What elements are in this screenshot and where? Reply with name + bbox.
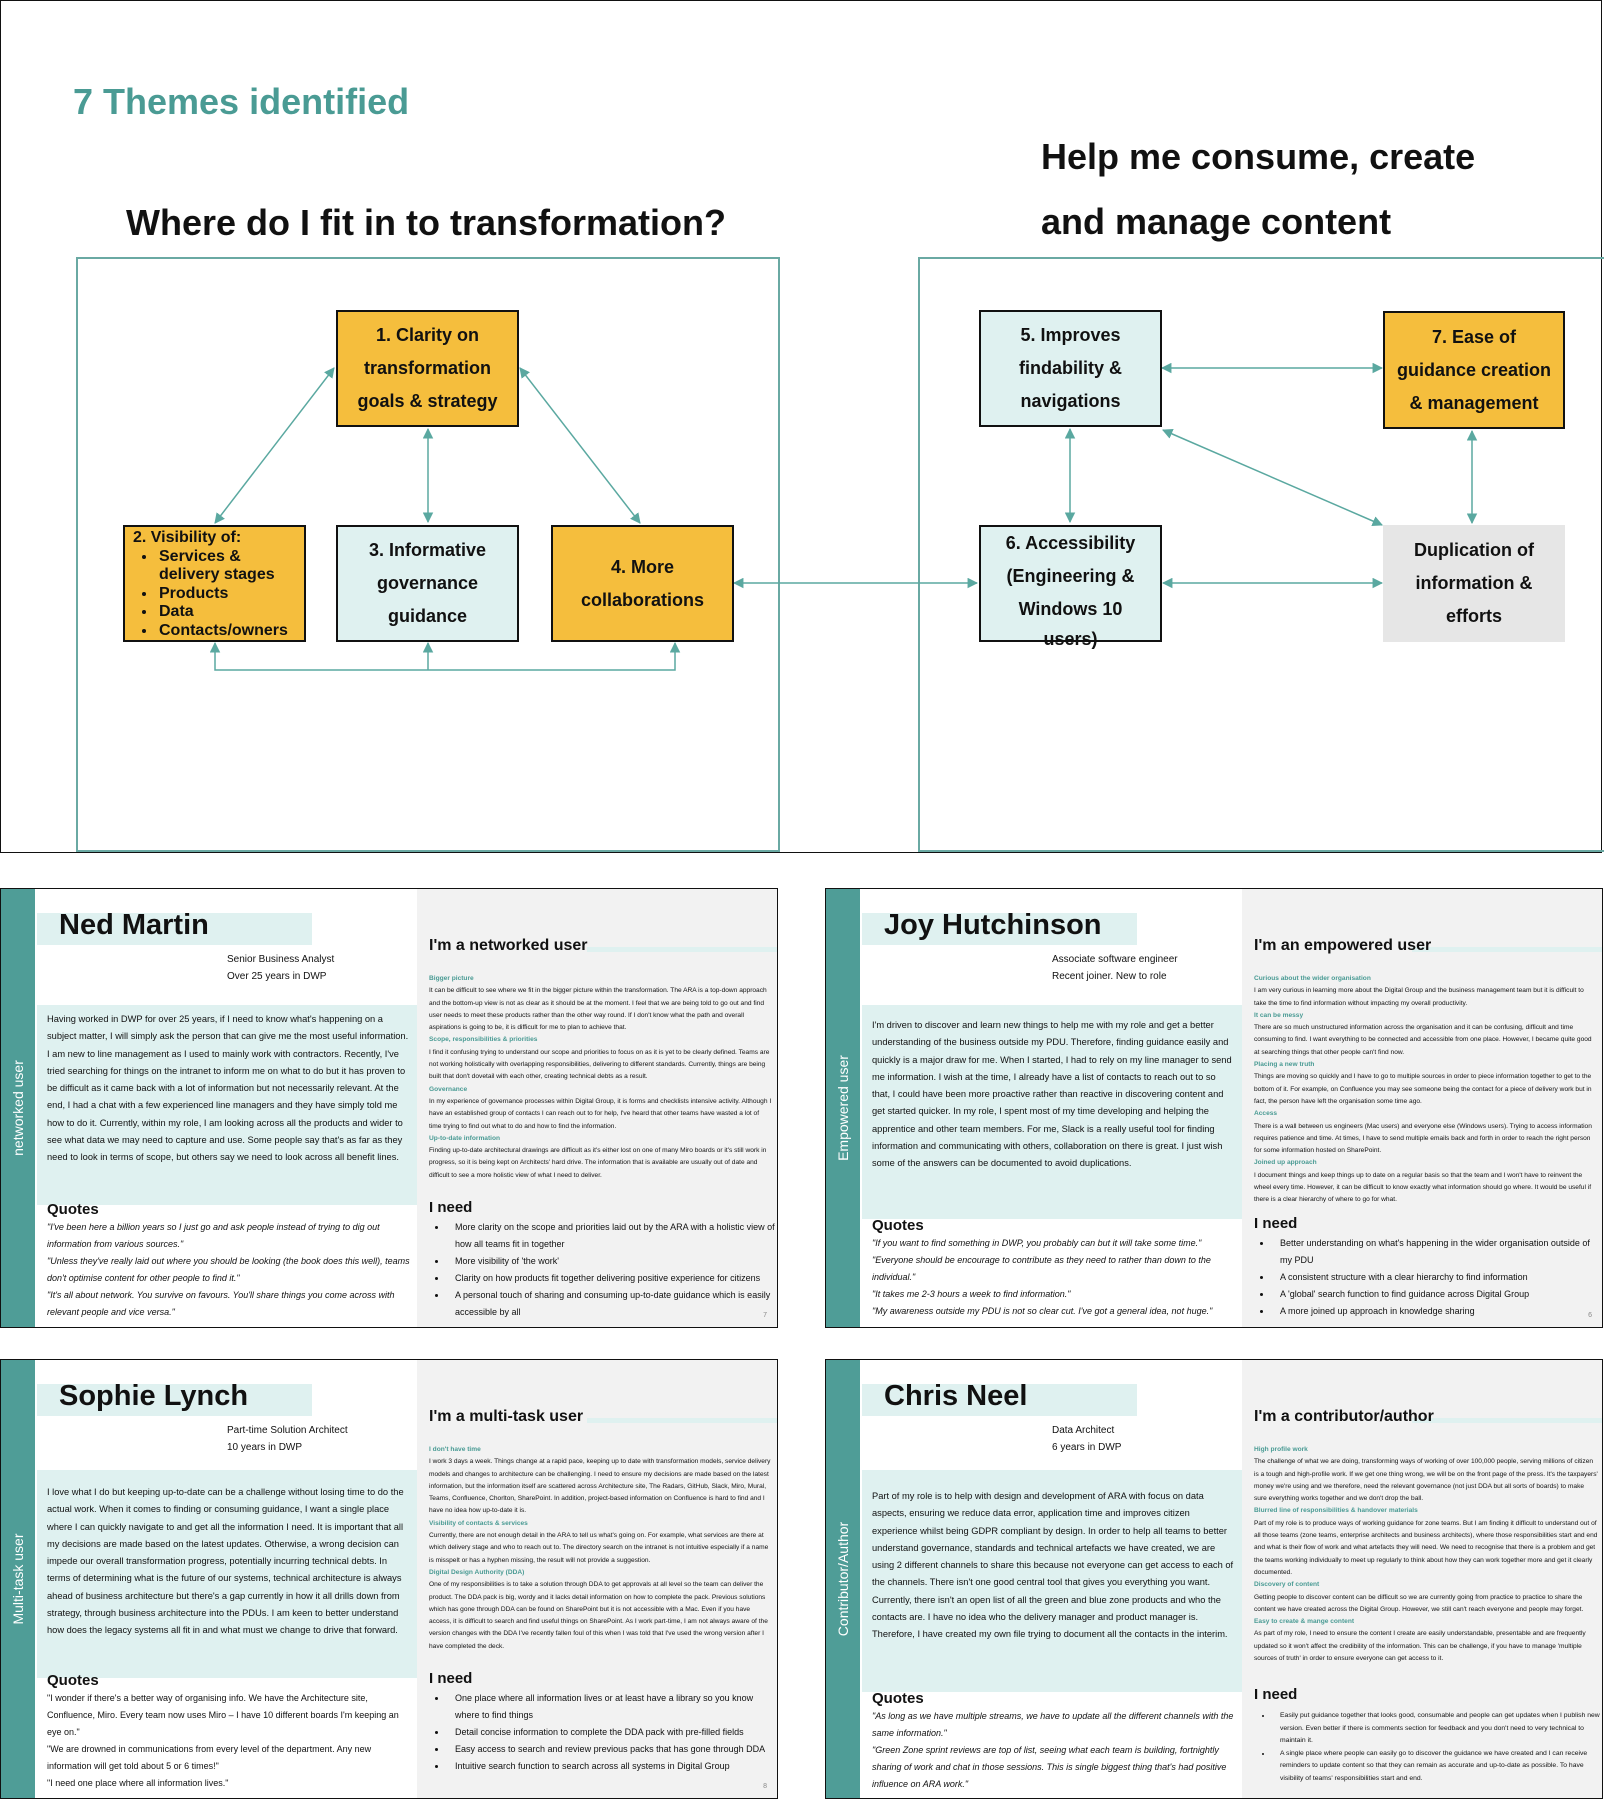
- persona-stripe: Multi-task user: [1, 1360, 35, 1798]
- arrow-n1-n4: [519, 367, 641, 524]
- persona-card-joy-hutchinson: Empowered user Joy Hutchinson Associate …: [825, 888, 1603, 1328]
- ineed-list: Better understanding on what's happening…: [1262, 1235, 1600, 1320]
- quotes-heading: Quotes: [872, 1217, 924, 1234]
- persona-detail-panel: I'm a contributor/author High profile wo…: [1242, 1360, 1602, 1798]
- arrow-n5-dup: [1162, 428, 1383, 527]
- theme-node-6: 6. Accessibility(Engineering &Windows 10…: [979, 525, 1162, 649]
- quotes-list: "I've been here a billion years so I jus…: [47, 1222, 410, 1317]
- user-type-title: I'm a networked user: [429, 937, 588, 954]
- ineed-heading: I need: [429, 1670, 473, 1687]
- arrow-n1-n2: [214, 367, 335, 524]
- quotes-heading: Quotes: [872, 1690, 924, 1707]
- persona-bio: Part of my role is to help with design a…: [862, 1470, 1242, 1692]
- persona-name: Ned Martin: [59, 909, 209, 941]
- page-number: 6: [1588, 1312, 1592, 1319]
- user-type-title: I'm a contributor/author: [1254, 1408, 1434, 1425]
- right-heading-line1: Help me consume, create: [1041, 136, 1476, 177]
- persona-stripe: Contributor/Author: [826, 1360, 860, 1798]
- ineed-heading: I need: [429, 1199, 473, 1216]
- persona-bio: Having worked in DWP for over 25 years, …: [37, 1005, 417, 1205]
- persona-stripe: Empowered user: [826, 889, 860, 1327]
- persona-bio: I love what I do but keeping up-to-date …: [37, 1470, 417, 1678]
- quotes-list: "If you want to find something in DWP, y…: [872, 1238, 1213, 1316]
- page-number: 7: [763, 1312, 767, 1319]
- persona-bio: I'm driven to discover and learn new thi…: [862, 1005, 1242, 1219]
- connector-arrows: [209, 362, 1478, 671]
- slide-title: 7 Themes identified: [73, 81, 410, 122]
- ineed-heading: I need: [1254, 1686, 1298, 1703]
- persona-stripe: networked user: [1, 889, 35, 1327]
- persona-name: Joy Hutchinson: [884, 909, 1102, 941]
- persona-name: Sophie Lynch: [59, 1380, 249, 1412]
- persona-detail-panel: I'm an empowered user Curious about the …: [1242, 889, 1602, 1327]
- ineed-list: Easily put guidance together that looks …: [1262, 1710, 1600, 1785]
- page-number: 8: [763, 1783, 767, 1790]
- user-type-title: I'm a multi-task user: [429, 1408, 584, 1425]
- quotes-heading: Quotes: [47, 1201, 99, 1218]
- persona-card-sophie-lynch: Multi-task user Sophie Lynch Part-time S…: [0, 1359, 778, 1799]
- user-type-title: I'm an empowered user: [1254, 937, 1432, 954]
- persona-card-ned-martin: networked user Ned Martin Senior Busines…: [0, 888, 778, 1328]
- quotes-list: "As long as we have multiple streams, we…: [872, 1711, 1234, 1789]
- left-heading: Where do I fit in to transformation?: [126, 202, 726, 243]
- theme-node-2: 2. Visibility of: Services & delivery st…: [123, 525, 306, 642]
- quotes-heading: Quotes: [47, 1672, 99, 1689]
- persona-name: Chris Neel: [884, 1380, 1028, 1412]
- ineed-heading: I need: [1254, 1215, 1298, 1232]
- ineed-list: One place where all information lives or…: [437, 1690, 775, 1775]
- ineed-list: More clarity on the scope and priorities…: [437, 1219, 775, 1321]
- themes-slide: 7 Themes identified Where do I fit in to…: [0, 0, 1604, 853]
- left-theme-group: [76, 257, 780, 852]
- right-heading-line2: and manage content: [1041, 201, 1392, 242]
- persona-card-chris-neel: Contributor/Author Chris Neel Data Archi…: [825, 1359, 1603, 1799]
- bracket-connector: [209, 641, 681, 671]
- quotes-list: "I wonder if there's a better way of org…: [47, 1693, 399, 1788]
- right-theme-group: [918, 257, 1604, 852]
